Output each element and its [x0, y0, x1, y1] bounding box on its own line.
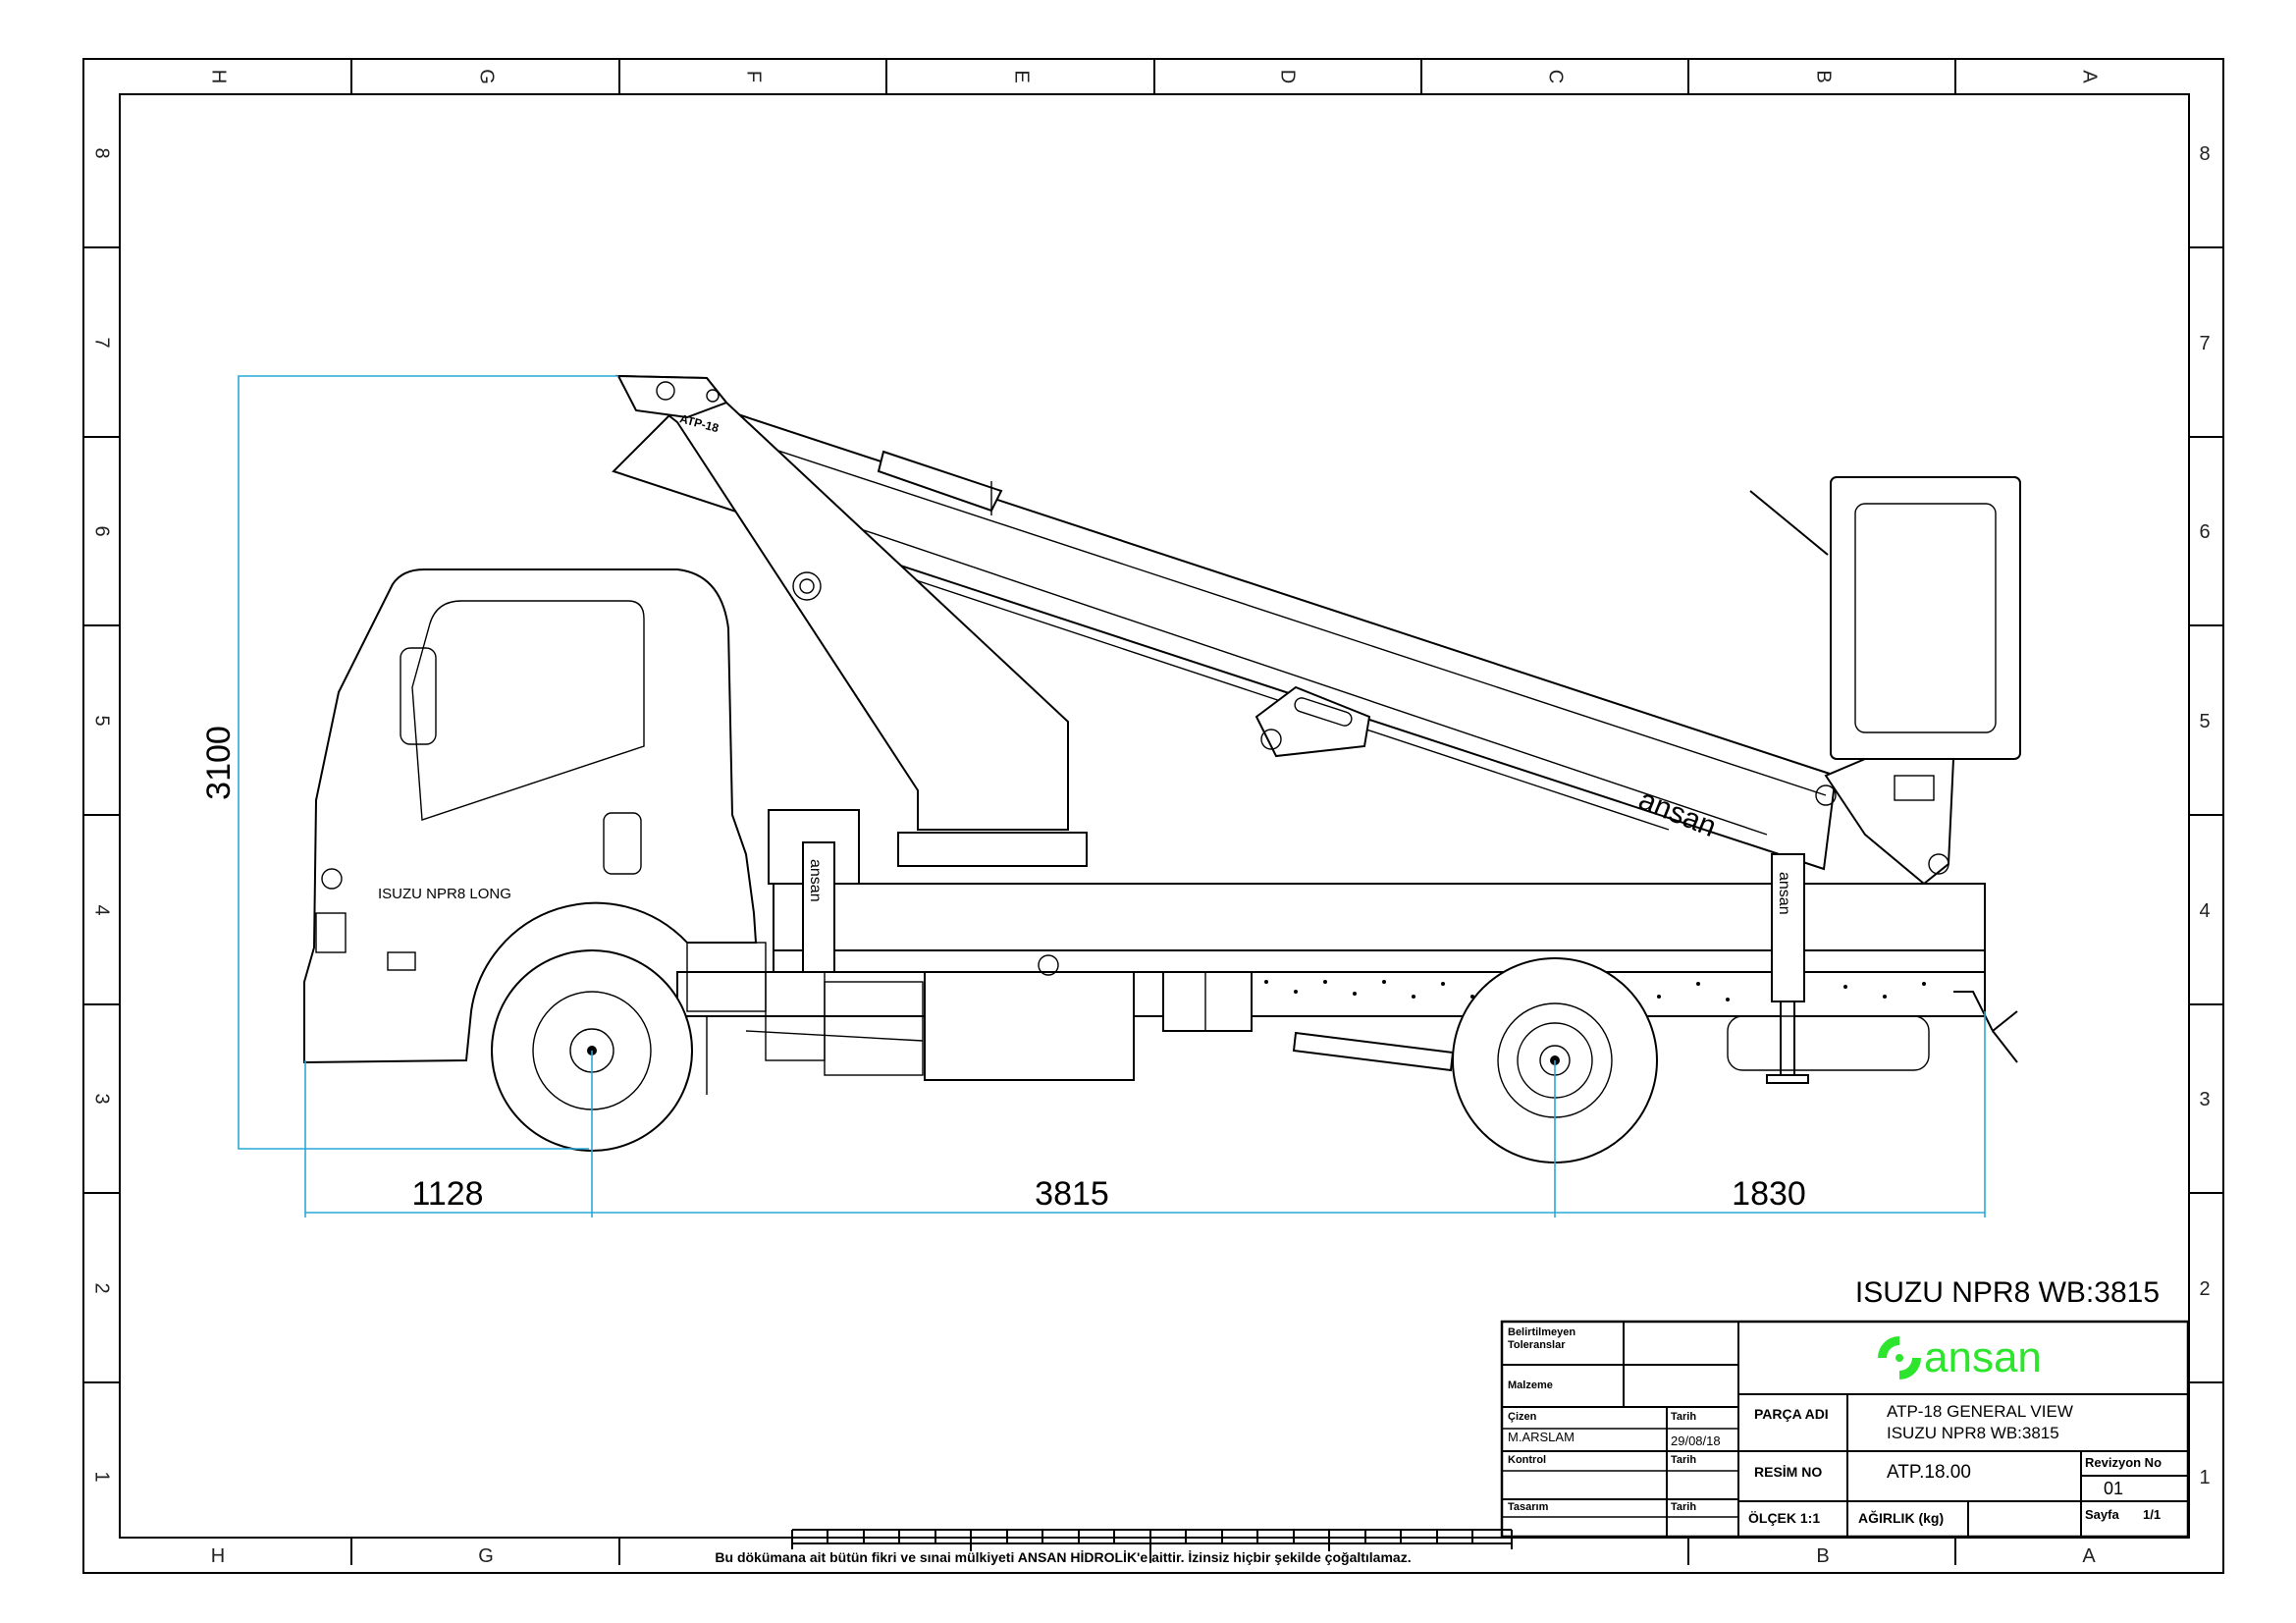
truck-drawing: ATP-18 ansan [303, 374, 2021, 1163]
zone-number: 1 [2199, 1467, 2210, 1488]
zone-number: 2 [91, 1282, 113, 1293]
turret-base [897, 832, 1088, 867]
drawn-date: 29/08/18 [1671, 1434, 1721, 1448]
zone-number: 8 [2199, 143, 2210, 165]
zone-number: 8 [91, 147, 113, 158]
zone-letter: G [478, 1545, 494, 1567]
zone-letter: B [1816, 1545, 1829, 1567]
drawing-no: ATP.18.00 [1887, 1462, 1971, 1483]
design-date-label: Tarih [1671, 1501, 1696, 1513]
zone-letter: G [476, 69, 498, 84]
truck-cab: ISUZU NPR8 LONG [303, 568, 758, 1064]
logo-text: ansan [1924, 1333, 2042, 1381]
zone-number: 5 [91, 715, 113, 726]
work-basket [1749, 476, 2021, 886]
design-label: Tasarım [1508, 1501, 1549, 1513]
revision-value: 01 [2104, 1479, 2123, 1498]
height-dimension: 3100 [200, 726, 238, 800]
zone-number: 6 [91, 525, 113, 536]
zone-number: 7 [91, 337, 113, 348]
zone-letter: B [1813, 70, 1835, 82]
drawing-subtitle: ISUZU NPR8 WB:3815 [1855, 1276, 2160, 1309]
scale-ruler [791, 1529, 1513, 1563]
leg-brand-label: ansan [807, 859, 824, 902]
ansan-logo: ansan [1878, 1333, 2042, 1381]
title-block [1500, 1320, 2190, 1539]
front-stabilizer: ansan [802, 841, 835, 973]
lower-arm: ATP-18 [615, 374, 1069, 831]
drawn-label: Çizen [1508, 1411, 1537, 1423]
boom-link [1255, 685, 1371, 758]
sheet-value: 1/1 [2143, 1507, 2161, 1522]
weight-label: AĞIRLIK (kg) [1858, 1509, 1944, 1526]
check-date-label: Tarih [1671, 1454, 1696, 1466]
zone-number: 3 [91, 1093, 113, 1104]
zone-letter: H [211, 1545, 225, 1567]
front-overhang-dimension: 1128 [411, 1175, 483, 1213]
wheelbase-dimension: 3815 [1035, 1175, 1109, 1213]
rear-stabilizer: ansan [1766, 853, 1809, 1084]
copyright-notice: Bu dökümana ait bütün fikri ve sınai mül… [715, 1549, 1411, 1565]
dimensions: 3100 1128 3815 1830 [200, 375, 1986, 1217]
material-label: Malzeme [1508, 1380, 1553, 1391]
zone-letter: F [743, 71, 765, 82]
part-name-line1: ATP-18 GENERAL VIEW [1887, 1402, 2073, 1421]
zone-number: 3 [2199, 1089, 2210, 1110]
zone-letter: A [2082, 1545, 2096, 1567]
sheet-label: Sayfa [2085, 1507, 2119, 1522]
tolerances-label: Toleranslar [1508, 1339, 1566, 1351]
cab-model-label: ISUZU NPR8 LONG [378, 886, 511, 902]
zone-letter: A [2079, 70, 2101, 83]
zone-number: 2 [2199, 1278, 2210, 1300]
zone-dividers [83, 59, 2223, 1565]
cylinder [1292, 1031, 1455, 1072]
zone-letter: C [1545, 70, 1567, 83]
part-name-line2: ISUZU NPR8 WB:3815 [1887, 1424, 2059, 1442]
zone-number: 4 [2199, 900, 2210, 922]
revision-label: Revizyon No [2085, 1455, 2162, 1470]
tolerances-label: Belirtilmeyen [1508, 1326, 1575, 1338]
zone-letter: D [1277, 70, 1299, 83]
chassis-frame [676, 971, 1986, 1017]
zone-number: 5 [2199, 711, 2210, 732]
zone-number: 7 [2199, 333, 2210, 354]
date-label: Tarih [1671, 1411, 1696, 1423]
zone-letter: E [1011, 70, 1033, 82]
rear-tank [1727, 1015, 1930, 1071]
rear-hitch [1953, 991, 2018, 1063]
fuel-tank [924, 971, 1135, 1081]
scale-label: ÖLÇEK 1:1 [1748, 1510, 1820, 1526]
zone-number: 1 [91, 1471, 113, 1482]
zone-number: 6 [2199, 521, 2210, 543]
main-boom [612, 396, 1838, 871]
drawn-by: M.ARSLAM [1508, 1430, 1575, 1444]
zone-number: 4 [91, 904, 113, 915]
drawing-no-label: RESİM NO [1754, 1464, 1822, 1480]
logo-mark-icon [1878, 1336, 1921, 1380]
battery-box [1162, 971, 1253, 1032]
zone-letter: H [208, 70, 230, 83]
part-name-label: PARÇA ADI [1754, 1406, 1829, 1422]
leg-brand-label: ansan [1776, 872, 1792, 915]
check-label: Kontrol [1508, 1454, 1546, 1466]
rear-overhang-dimension: 1830 [1732, 1175, 1806, 1213]
